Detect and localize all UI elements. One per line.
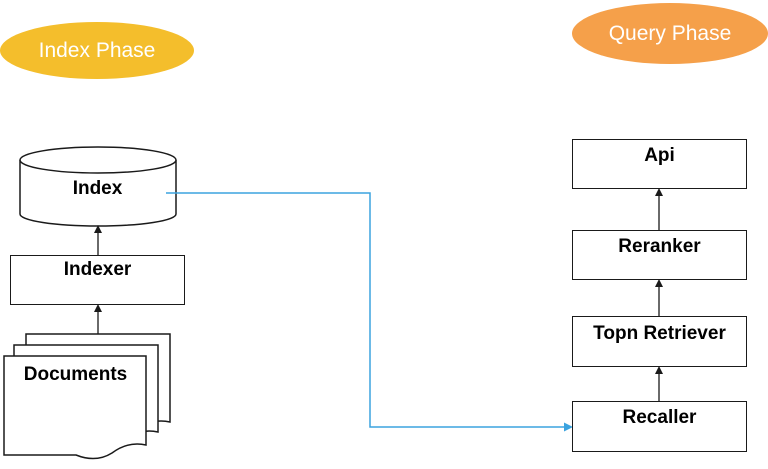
api-label: Api [644, 145, 675, 166]
topn-retriever-box: Topn Retriever [572, 316, 747, 367]
reranker-label: Reranker [618, 236, 701, 257]
documents-stack-icon [3, 333, 171, 460]
topn-retriever-label: Topn Retriever [593, 323, 726, 344]
indexer-box: Indexer [10, 255, 185, 305]
reranker-box: Reranker [572, 230, 747, 280]
index-phase-label: Index Phase [38, 38, 156, 62]
query-phase-label: Query Phase [608, 21, 732, 45]
index-phase-badge: Index Phase [0, 22, 194, 79]
index-database-icon [19, 146, 177, 227]
api-box: Api [572, 139, 747, 189]
index-db-label: Index [72, 178, 123, 199]
recaller-box: Recaller [572, 401, 747, 452]
documents-label: Documents [23, 364, 128, 385]
recaller-label: Recaller [622, 407, 697, 428]
index-to-recaller-connector [166, 192, 573, 432]
indexer-label: Indexer [63, 259, 132, 280]
query-phase-badge: Query Phase [572, 3, 768, 64]
